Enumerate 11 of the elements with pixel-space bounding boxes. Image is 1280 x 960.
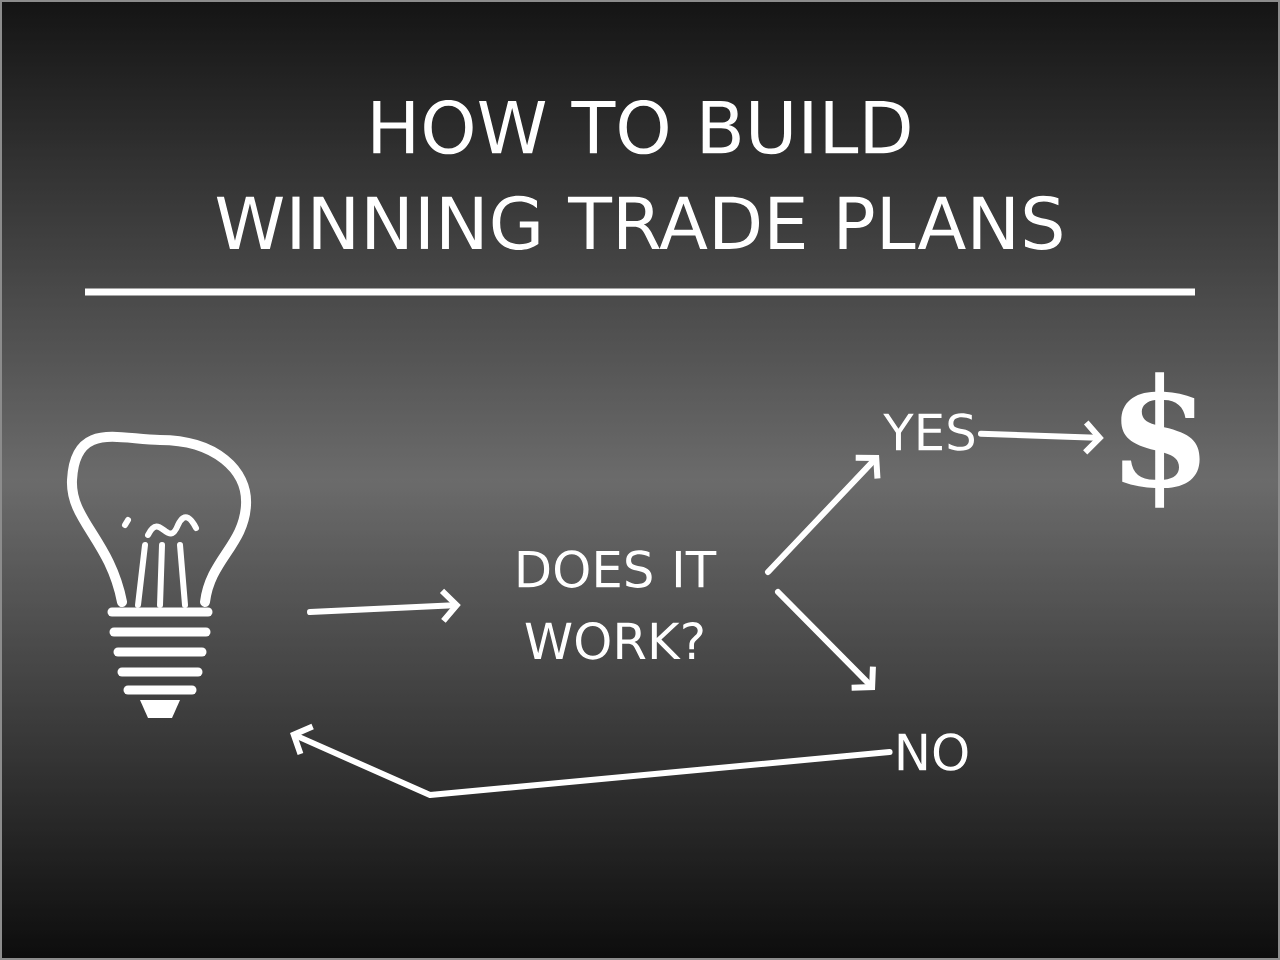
arrow bbox=[775, 589, 876, 691]
flow-label: DOES IT WORK? bbox=[518, 550, 717, 660]
title: HOW TO BUILD WINNING TRADE PLANS bbox=[216, 100, 1062, 250]
dollar-sign: $ bbox=[1121, 372, 1200, 508]
arrow bbox=[290, 723, 893, 798]
arrow bbox=[977, 420, 1104, 455]
flow-label: YES bbox=[883, 413, 974, 451]
arrow bbox=[765, 454, 881, 575]
arrow bbox=[307, 588, 461, 623]
lightbulb-drawing bbox=[67, 431, 251, 718]
flow-label: NO bbox=[898, 733, 968, 771]
